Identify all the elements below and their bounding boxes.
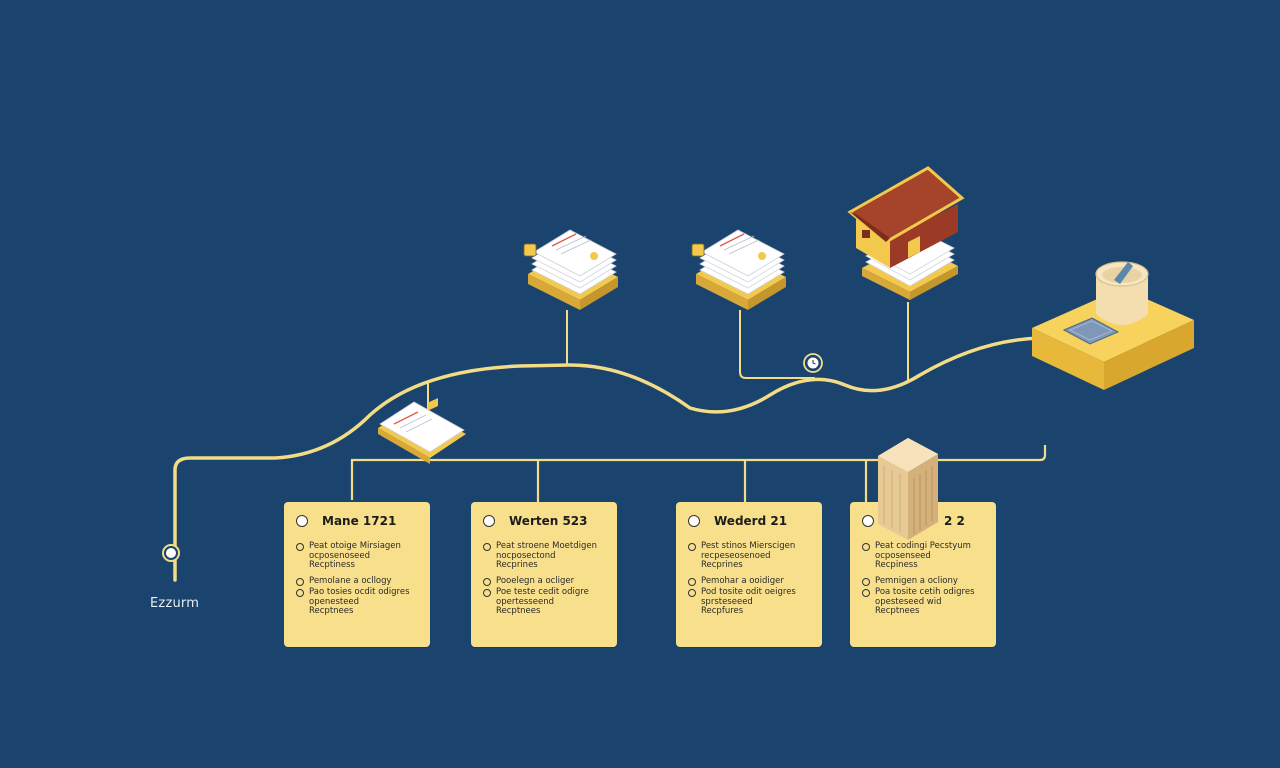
bullet-icon (296, 577, 304, 586)
info-icon (296, 589, 304, 597)
card-item: Peat otoige Mirsiagen ocposenoseed Recpt… (309, 541, 401, 570)
bullet-icon (862, 543, 870, 551)
origin-marker (162, 544, 180, 562)
card-item: Peat codingi Pecstyum ocposenseed Recpin… (875, 541, 971, 570)
single-document-icon (378, 398, 466, 464)
card-item: Pemnigen a ocliony (875, 575, 958, 586)
card-radio[interactable] (688, 515, 700, 527)
bullet-icon (483, 577, 491, 586)
timeline-card-2[interactable]: Werten 523 Peat stroene Moetdigen nocpos… (471, 502, 617, 647)
card-title: 2 2 (944, 514, 965, 528)
timeline-card-3[interactable]: Wederd 21 Pest stinos Mierscigen recpese… (676, 502, 822, 647)
card-radio[interactable] (296, 515, 308, 527)
info-icon (862, 589, 870, 597)
card-radio[interactable] (862, 515, 874, 527)
main-path-line (173, 336, 1042, 582)
card-radio[interactable] (483, 515, 495, 527)
card-item: Pemolane a ocllogy (309, 575, 392, 586)
desk-pen-holder-icon (1032, 261, 1194, 390)
card-item: Pooelegn a ocliger (496, 575, 575, 586)
check-icon (688, 577, 696, 586)
card-item: Poe teste cedit odigre opertesseend Recp… (496, 587, 589, 616)
card-title: Werten 523 (509, 514, 588, 528)
document-stack-icon (523, 229, 618, 310)
info-icon (483, 589, 491, 597)
origin-label: Ezzurm (150, 596, 200, 611)
card-item: Pao tosies ocdit odigres openesteed Recp… (309, 587, 410, 616)
bullet-icon (483, 543, 491, 551)
card-item: Peat stroene Moetdigen nocposectond Recp… (496, 541, 597, 570)
card-title: Wederd 21 (714, 514, 788, 528)
timeline-card-4[interactable]: 2 2 Peat codingi Pecstyum ocposenseed Re… (850, 502, 996, 647)
bullet-icon (862, 577, 870, 586)
card-item: Poa tosite cetih odigres opesteseed wid … (875, 587, 975, 616)
document-stack-icon (691, 229, 786, 310)
card-item: Pemohar a ooidiger (701, 575, 784, 586)
bullet-icon (296, 543, 304, 551)
card-item: Pest stinos Mierscigen recpeseosenoed Re… (701, 541, 796, 570)
bullet-icon (688, 543, 696, 551)
house-icon (847, 166, 965, 300)
clock-icon (803, 353, 823, 373)
branch-line (350, 445, 1047, 500)
card-item: Pod tosite odit oeigres sprsteseeed Recp… (701, 587, 796, 616)
card-title: Mane 1721 (322, 514, 397, 528)
timeline-card-1[interactable]: Mane 1721 Peat otoige Mirsiagen ocposeno… (284, 502, 430, 647)
info-icon (688, 589, 696, 597)
connector-doc2 (739, 310, 815, 379)
